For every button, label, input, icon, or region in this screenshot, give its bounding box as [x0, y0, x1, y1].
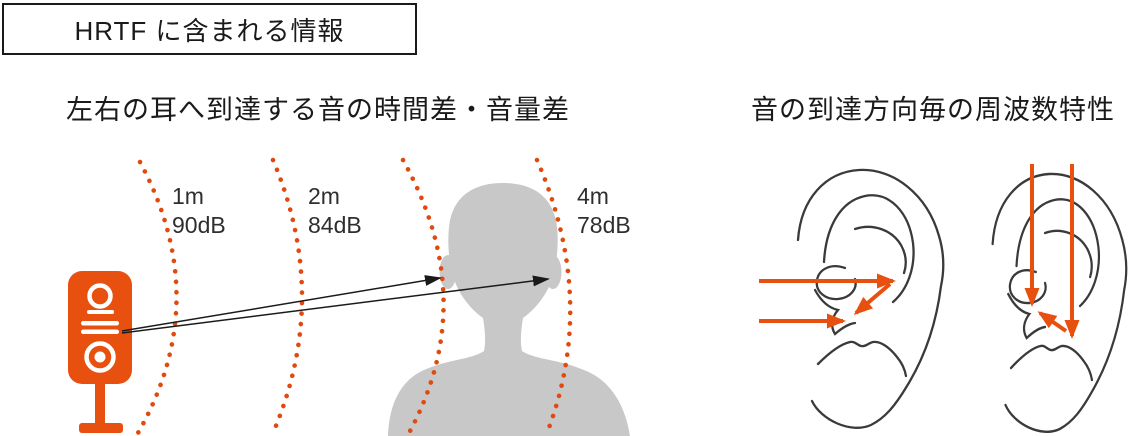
- speaker-woofer-cap: [94, 351, 106, 363]
- distance-value: 4m: [577, 183, 609, 209]
- right-panel-title: 音の到達方向毎の周波数特性: [751, 95, 1115, 125]
- right-ear-bump: [544, 255, 562, 289]
- level-value: 78dB: [577, 212, 631, 238]
- speaker-icon: [68, 271, 132, 433]
- distance-value: 2m: [308, 183, 340, 209]
- horizontal-sound-arrows: [759, 273, 896, 329]
- speaker-woofer: [84, 341, 116, 373]
- listener-head-silhouette: [388, 183, 630, 436]
- title-box-label: HRTF に含まれる情報: [74, 15, 345, 46]
- speaker-base: [79, 423, 123, 433]
- arrow-to-near-ear: [121, 275, 442, 332]
- vertical-sound-arrows: [1024, 164, 1080, 339]
- speaker-stand: [95, 382, 105, 426]
- left-panel-title: 左右の耳へ到達する音の時間差・音量差: [66, 95, 570, 125]
- distance-label-4m: 4m 78dB: [577, 182, 631, 240]
- wavefront-arc-1m: [135, 159, 179, 436]
- speaker-slot: [87, 310, 114, 314]
- speaker-body: [68, 271, 132, 384]
- level-value: 90dB: [172, 212, 226, 238]
- distance-label-2m: 2m 84dB: [308, 182, 362, 240]
- distance-label-1m: 1m 90dB: [172, 182, 226, 240]
- wavefront-arc-2m: [270, 157, 305, 436]
- level-value: 84dB: [308, 212, 362, 238]
- title-box: HRTF に含まれる情報: [2, 3, 417, 55]
- sound-path-arrows: [121, 275, 550, 334]
- reflection-arrow-to-canal: [853, 282, 892, 315]
- reflection-arrow-up-to-canal: [1037, 311, 1068, 333]
- dotted-wavefront-arcs: [135, 157, 573, 436]
- speaker-port-2: [81, 329, 119, 334]
- distance-value: 1m: [172, 183, 204, 209]
- wavefront-arc-3m: [400, 157, 446, 436]
- speaker-port-1: [81, 321, 119, 326]
- arrow-to-far-ear: [121, 275, 550, 334]
- speaker-tweeter: [87, 283, 113, 309]
- left-ear-bump: [439, 255, 457, 289]
- head-and-shoulders: [388, 183, 630, 436]
- ear-outline-icon-top: [991, 172, 1128, 433]
